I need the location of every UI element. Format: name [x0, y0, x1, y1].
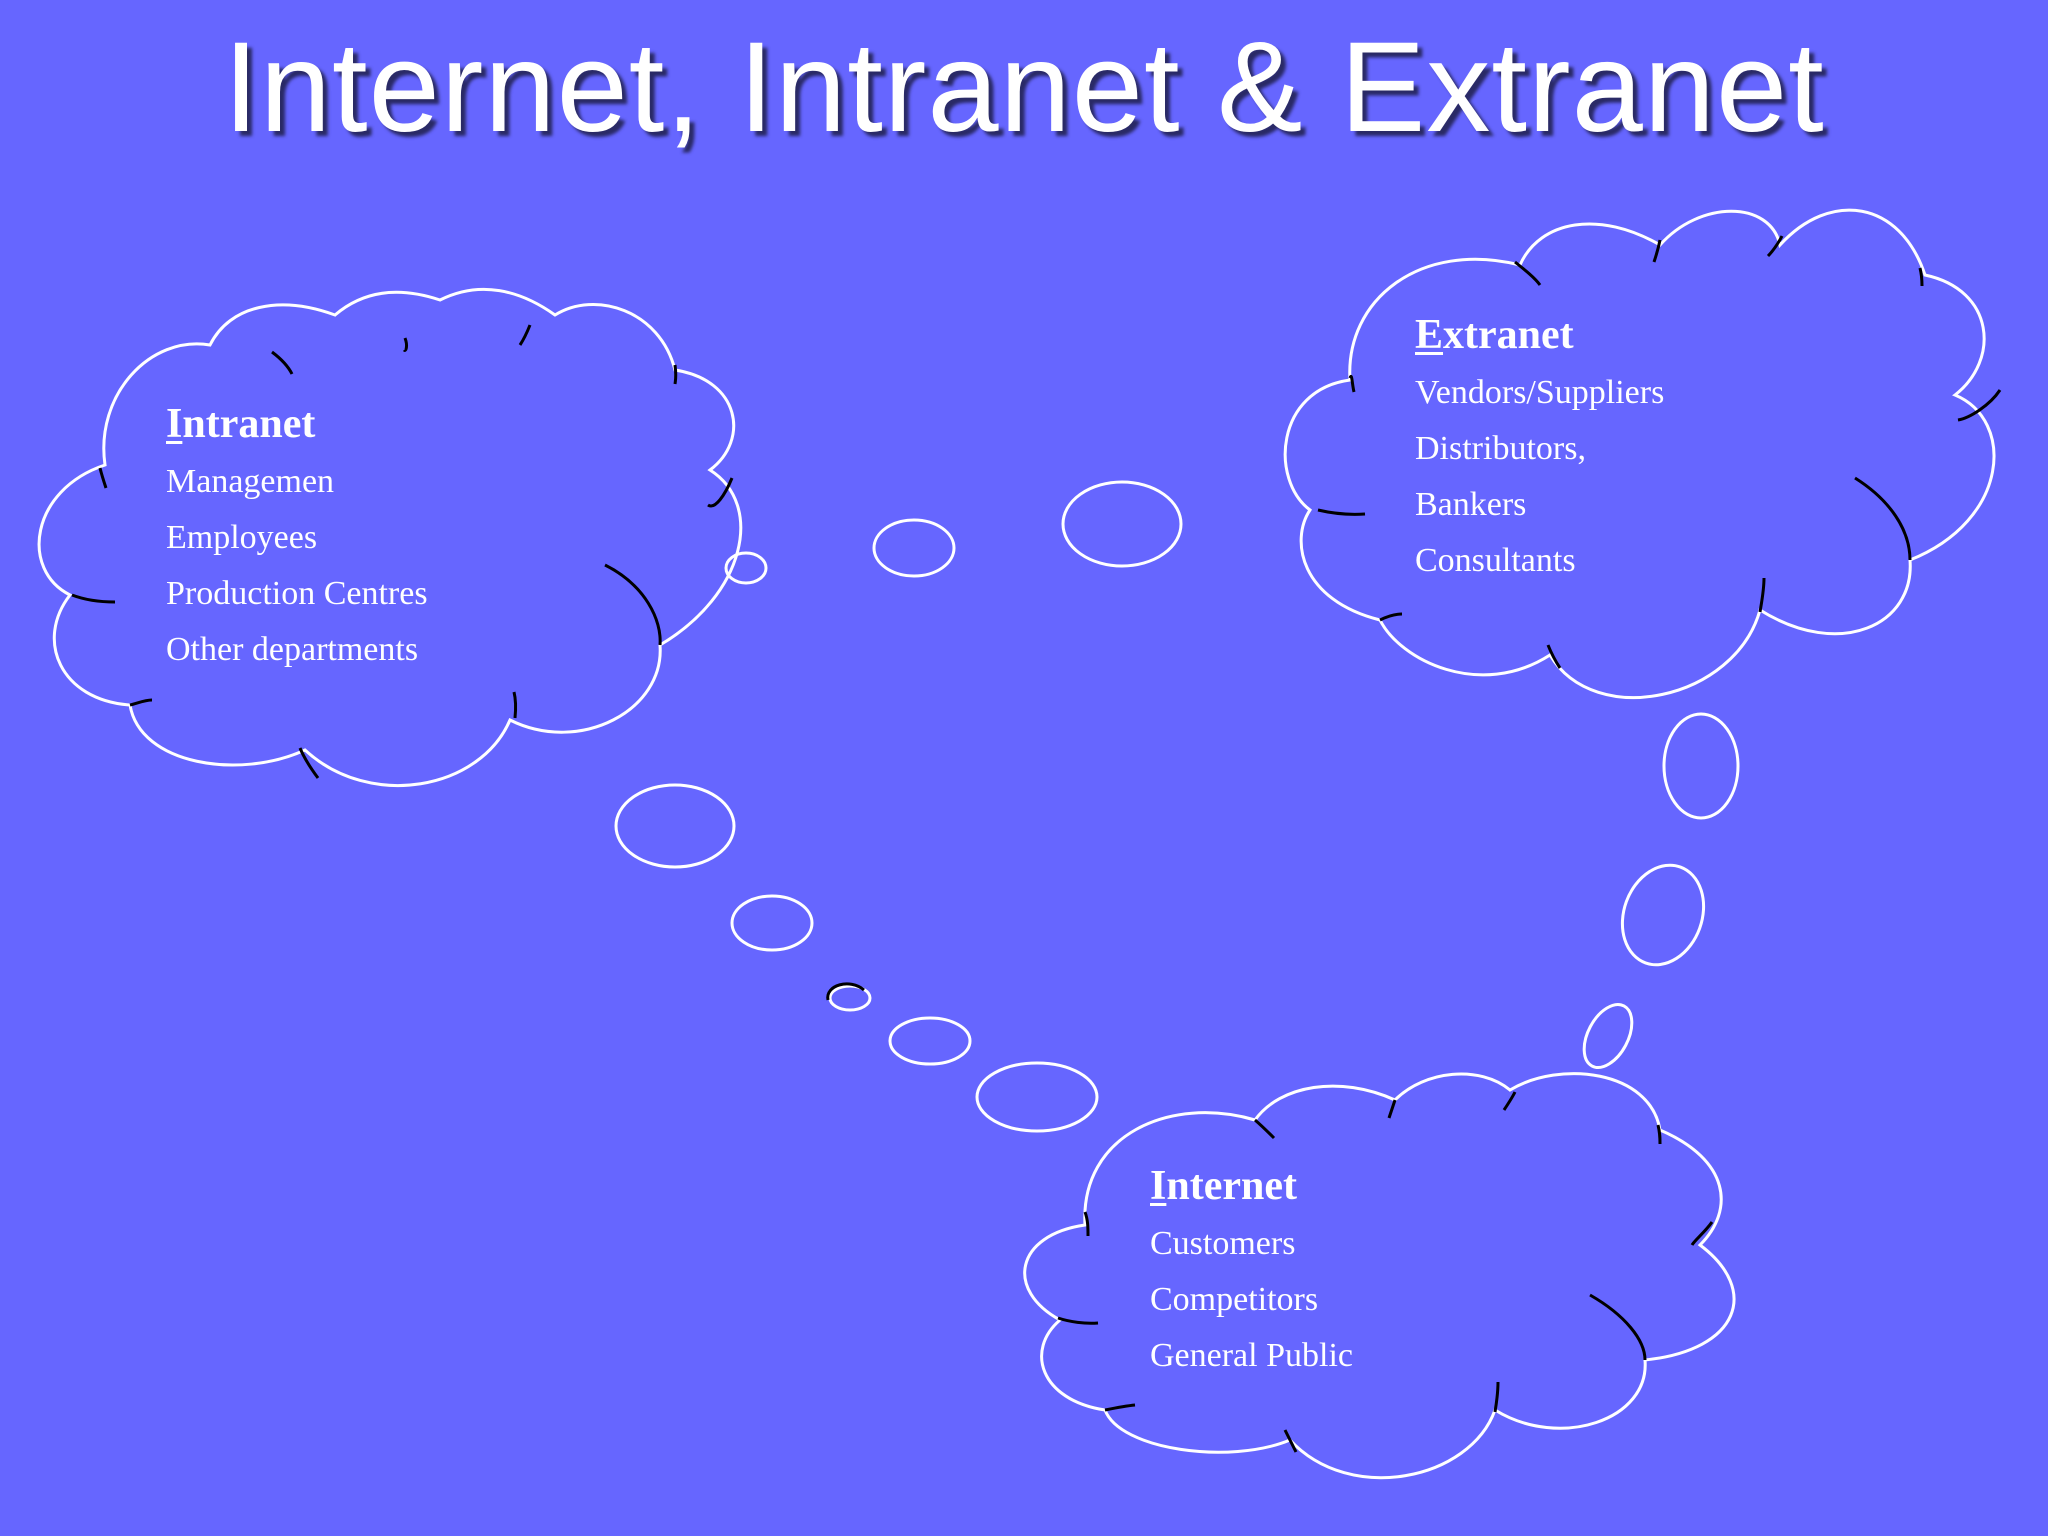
extranet-heading: Extranet — [1415, 309, 1664, 361]
internet-cloud-fold-7 — [1254, 1118, 1276, 1140]
internet-cloud — [1023, 1072, 1736, 1480]
internet-heading-rest: nternet — [1166, 1163, 1297, 1209]
bubble-ii-2 — [730, 894, 814, 952]
intranet-heading-rest: ntranet — [182, 401, 316, 447]
extranet-cloud-fold-4 — [1546, 644, 1562, 669]
extranet-heading-initial: E — [1415, 312, 1444, 358]
bubble-ii-4 — [888, 1016, 972, 1066]
intranet-cloud-fold-11 — [98, 467, 108, 489]
internet-cloud-fold-2 — [1589, 1293, 1647, 1361]
internet-item: Competitors — [1150, 1281, 1319, 1318]
extranet-cloud-fold-1 — [1317, 508, 1366, 516]
intranet-heading-initial: I — [166, 401, 183, 447]
intranet-item: Employees — [166, 519, 318, 556]
bubble-ie-3 — [1061, 480, 1183, 568]
extranet-cloud-fold-8 — [1652, 239, 1662, 263]
extranet-cloud-fold-10 — [1918, 267, 1924, 287]
internet-cloud-fold-5 — [1493, 1381, 1500, 1413]
intranet-item: Production Centres — [166, 575, 428, 612]
internet-heading-initial: I — [1150, 1163, 1167, 1209]
intranet-cloud — [37, 287, 743, 788]
internet-cloud-fold-4 — [1283, 1429, 1298, 1453]
bubble-ei-2 — [1620, 863, 1706, 967]
internet-cloud-fold-8 — [1387, 1099, 1397, 1119]
intranet-cloud-fold-5 — [512, 691, 518, 719]
intranet-text-block: Intranet Managemen Employees Production … — [166, 398, 428, 678]
extranet-cloud-fold-7 — [1514, 260, 1542, 286]
bubble-ie-1 — [724, 551, 768, 585]
bubble-ei-3 — [1582, 1003, 1634, 1069]
intranet-cloud-fold-10 — [673, 364, 678, 385]
intranet-to-extranet-bubbles — [724, 480, 1183, 585]
bubble-ei-1 — [1662, 712, 1740, 820]
intranet-cloud-fold-2 — [604, 563, 662, 646]
internet-cloud-fold-1 — [1057, 1316, 1099, 1325]
intranet-item: Managemen — [166, 463, 335, 500]
intranet-item: Other departments — [166, 631, 419, 668]
internet-item: Customers — [1150, 1225, 1296, 1262]
intranet-cloud-fold-7 — [129, 698, 153, 707]
extranet-cloud-fold-3 — [1957, 389, 2002, 422]
bubble-ii-1 — [614, 783, 736, 869]
internet-text-block: Internet Customers Competitors General P… — [1150, 1160, 1353, 1384]
extranet-cloud-fold-6 — [1379, 612, 1403, 622]
bubble-ie-2 — [872, 518, 956, 578]
extranet-text-block: Extranet Vendors/Suppliers Distributors,… — [1415, 309, 1664, 589]
extranet-heading-rest: xtranet — [1443, 312, 1574, 358]
extranet-cloud — [1283, 208, 2002, 699]
internet-item: General Public — [1150, 1337, 1353, 1374]
bubble-ii-3 — [828, 984, 872, 1012]
extranet-item: Bankers — [1415, 486, 1527, 523]
intranet-cloud-fold-8 — [402, 337, 409, 352]
intranet-cloud-fold-3 — [707, 477, 734, 508]
extranet-item: Distributors, — [1415, 430, 1586, 467]
extranet-item: Vendors/Suppliers — [1415, 374, 1665, 411]
bubble-ii-3-shadow — [826, 982, 865, 1001]
intranet-to-internet-bubbles — [614, 783, 1099, 1133]
intranet-cloud-fold-1 — [71, 593, 116, 604]
extranet-item: Consultants — [1415, 542, 1576, 579]
extranet-cloud-fold-11 — [1348, 375, 1356, 393]
intranet-cloud-fold-4 — [298, 747, 320, 779]
slide-title: Internet, Intranet & Extranet — [223, 16, 1825, 159]
extranet-cloud-fold-5 — [1758, 577, 1766, 613]
intranet-cloud-fold-9 — [518, 324, 532, 346]
internet-cloud-outline — [1023, 1072, 1736, 1480]
intranet-cloud-fold-6 — [271, 350, 294, 375]
internet-heading: Internet — [1150, 1160, 1353, 1212]
extranet-cloud-fold-2 — [1854, 476, 1912, 561]
internet-cloud-fold-3 — [1690, 1221, 1714, 1246]
internet-cloud-fold-11 — [1083, 1211, 1090, 1237]
extranet-cloud-outline — [1283, 208, 1996, 699]
extranet-cloud-fold-9 — [1766, 235, 1784, 258]
bubble-ii-5 — [975, 1061, 1099, 1133]
intranet-heading: Intranet — [166, 398, 428, 450]
extranet-to-internet-bubbles — [1582, 712, 1740, 1069]
internet-cloud-fold-9 — [1502, 1091, 1517, 1111]
internet-cloud-fold-6 — [1104, 1403, 1136, 1412]
internet-cloud-fold-10 — [1656, 1124, 1662, 1145]
